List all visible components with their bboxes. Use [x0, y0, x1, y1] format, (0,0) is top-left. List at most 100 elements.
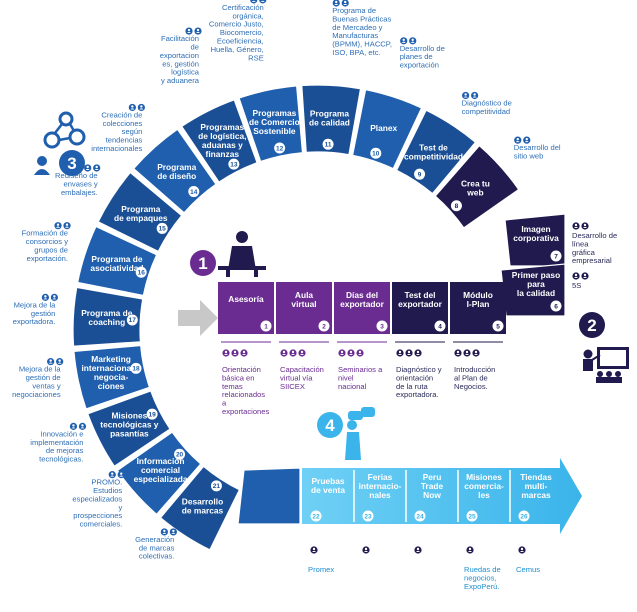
inner-navy-label-line: corporativa: [513, 233, 559, 243]
owner-entity-icon: [54, 222, 61, 229]
step-number-badge: 13: [228, 159, 239, 170]
owner-entity-icon: [463, 349, 470, 356]
step-number-badge: 21: [211, 480, 222, 491]
owner-entity-icon: [414, 546, 421, 553]
step-number-badge: 26: [519, 511, 530, 522]
arrow-step-label-line: nales: [369, 490, 391, 500]
ring-segment-label-line: competitividad: [404, 151, 463, 161]
owner-entity-icon: [454, 349, 461, 356]
owner-entity-icon: [240, 349, 247, 356]
entry-step-label-line: exportador: [398, 299, 442, 309]
section-2-number: 2: [587, 316, 596, 335]
step-number-badge: 4: [435, 321, 446, 332]
owner-entity-icon: [581, 222, 588, 229]
step-number: 15: [159, 226, 167, 233]
ring-segment-label-line: de empaques: [114, 213, 168, 223]
ring-segment-label-line: coaching: [88, 317, 125, 327]
entry-step-description-line: Negocios.: [454, 382, 488, 391]
step-number: 21: [213, 483, 221, 490]
owner-entity-icon: [356, 349, 363, 356]
owner-entity-icon: [138, 104, 145, 111]
step-number-badge: 19: [147, 409, 158, 420]
step-number: 3: [380, 323, 384, 330]
step-number-badge: 17: [127, 314, 138, 325]
owner-entity-icon: [70, 423, 77, 430]
step-number-badge: 10: [370, 148, 381, 159]
owner-entity-icon: [170, 528, 177, 535]
section-1-badge: 1: [190, 250, 216, 276]
owner-entity-icon: [400, 37, 407, 44]
arrow-step-description: Promex: [308, 565, 334, 574]
step-number: 26: [520, 513, 528, 520]
ring-segment-label-line: de marcas: [182, 506, 224, 516]
ring-description-line: comerciales.: [80, 520, 123, 529]
owner-entity-icon: [518, 546, 525, 553]
inner-navy-description: 5S: [572, 281, 581, 290]
ring-description-line: negociaciones: [12, 390, 61, 399]
arrow-step-label-line: de venta: [311, 485, 345, 495]
step-number: 5: [496, 323, 500, 330]
section-3-number: 3: [67, 154, 76, 173]
step-number-badge: 9: [414, 169, 425, 180]
step-number-badge: 11: [323, 139, 334, 150]
step-number-badge: 8: [451, 200, 462, 211]
step-number: 1: [264, 323, 268, 330]
entry-step-description-line: SIICEX: [280, 382, 305, 391]
owner-entity-icon: [63, 222, 70, 229]
owner-entity-icon: [51, 294, 58, 301]
step-number: 20: [176, 452, 184, 459]
owner-entity-icon: [462, 92, 469, 99]
owner-entity-icon: [572, 272, 579, 279]
step-number: 4: [438, 323, 442, 330]
step-number-badge: 20: [174, 449, 185, 460]
ring-segment-label-line: especializada: [134, 474, 188, 484]
step-number: 11: [325, 142, 332, 149]
step-number-badge: 24: [415, 511, 426, 522]
owner-entity-icon: [194, 27, 201, 34]
ring-description-line: RSE: [248, 53, 264, 62]
ring-description-line: embalajes.: [61, 188, 98, 197]
owner-entity-icon: [466, 546, 473, 553]
owner-entity-icon: [471, 92, 478, 99]
owner-entity-icon: [310, 546, 317, 553]
step-number-badge: 3: [377, 321, 388, 332]
ring-segment-label-line: de calidad: [309, 117, 350, 127]
entry-step-label-line: virtual: [291, 299, 316, 309]
inner-navy-label-line: la calidad: [517, 288, 555, 298]
owner-entity-icon: [298, 349, 305, 356]
advisor-person-icon: [218, 231, 266, 277]
owner-entity-icon: [514, 137, 521, 144]
owner-entity-icon: [581, 272, 588, 279]
ring-description-line: internacionales: [91, 144, 142, 153]
step-number: 25: [468, 513, 476, 520]
step-number: 22: [312, 513, 320, 520]
step-number-badge: 14: [188, 186, 199, 197]
step-number-badge: 16: [136, 267, 147, 278]
ring-segment-label-line: finanzas: [206, 149, 240, 159]
entry-step-description-line: nacional: [338, 382, 367, 391]
section-3-badge: 3: [59, 150, 85, 176]
entry-step-label-line: Asesoría: [228, 294, 264, 304]
ring-description-line: tecnológicas.: [39, 455, 83, 464]
step-number-badge: 18: [130, 363, 141, 374]
